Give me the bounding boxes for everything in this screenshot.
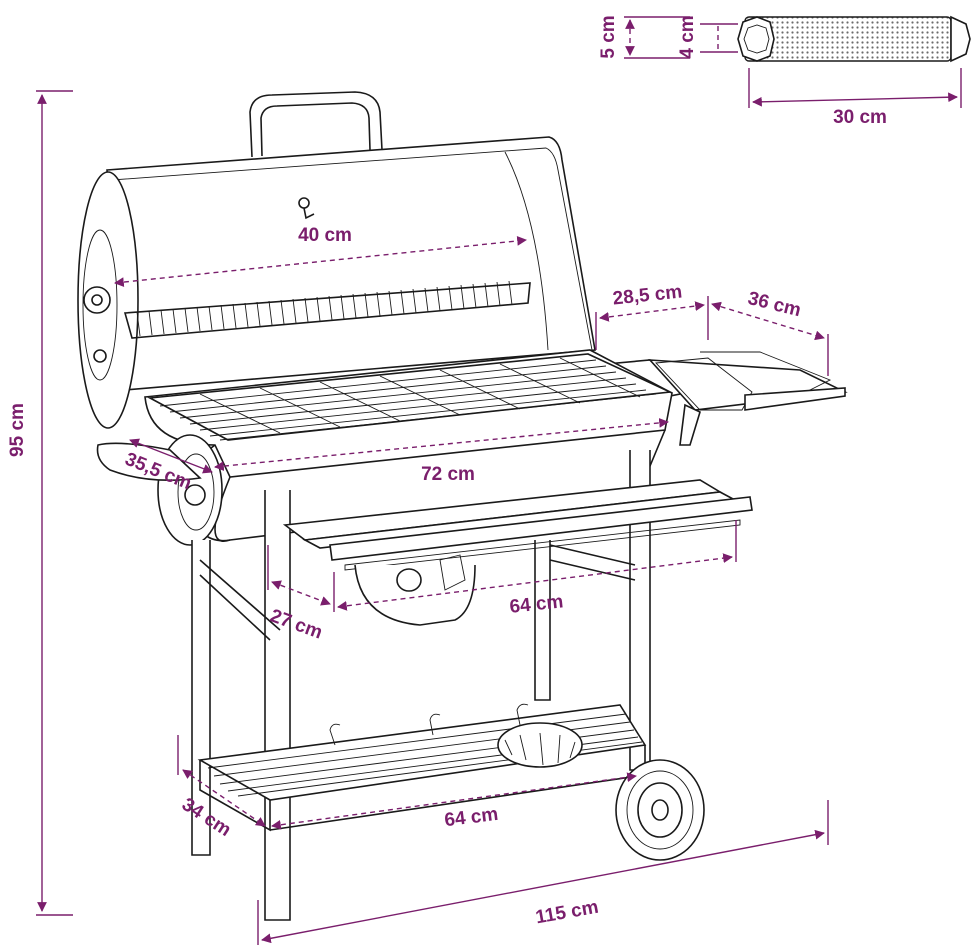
bottom-shelf-depth-dimension — [177, 735, 266, 827]
side-shelf-depth-label: 28,5 cm — [612, 281, 684, 309]
total-width-dimension — [257, 800, 829, 945]
tube-outer-diameter-label: 5 cm — [598, 15, 619, 58]
front-shelf-depth-dimension — [267, 545, 331, 606]
front-shelf-width-label: 64 cm — [509, 591, 565, 618]
tube-inner-diameter-dimension — [700, 23, 738, 53]
tube-length-label: 30 cm — [833, 107, 887, 128]
side-shelf-width-label: 36 cm — [746, 288, 803, 321]
side-shelf-depth-dimension — [595, 296, 709, 350]
grate-width-dimension — [214, 417, 669, 472]
total-height-label: 95 cm — [7, 403, 28, 457]
grate-depth-dimension — [129, 438, 213, 474]
grill-rack-width-dimension — [114, 236, 527, 287]
main-grate-bars — [159, 357, 657, 441]
total-height-dimension — [36, 90, 73, 916]
grate-width-label: 72 cm — [421, 464, 475, 485]
tube-outer-diameter-dimension — [624, 16, 690, 59]
bottom-shelf-width-label: 64 cm — [443, 804, 499, 831]
side-shelf-width-dimension — [711, 301, 829, 376]
smoker-tube-illustration — [737, 15, 971, 63]
total-width-label: 115 cm — [534, 897, 600, 929]
front-shelf-width-dimension — [333, 520, 737, 612]
grill-rack-width-label: 40 cm — [298, 225, 352, 246]
warming-rack-wires — [136, 280, 513, 337]
bottom-shelf-width-dimension — [271, 772, 637, 830]
tube-inner-diameter-label: 4 cm — [677, 15, 698, 58]
tube-length-dimension — [748, 68, 962, 108]
